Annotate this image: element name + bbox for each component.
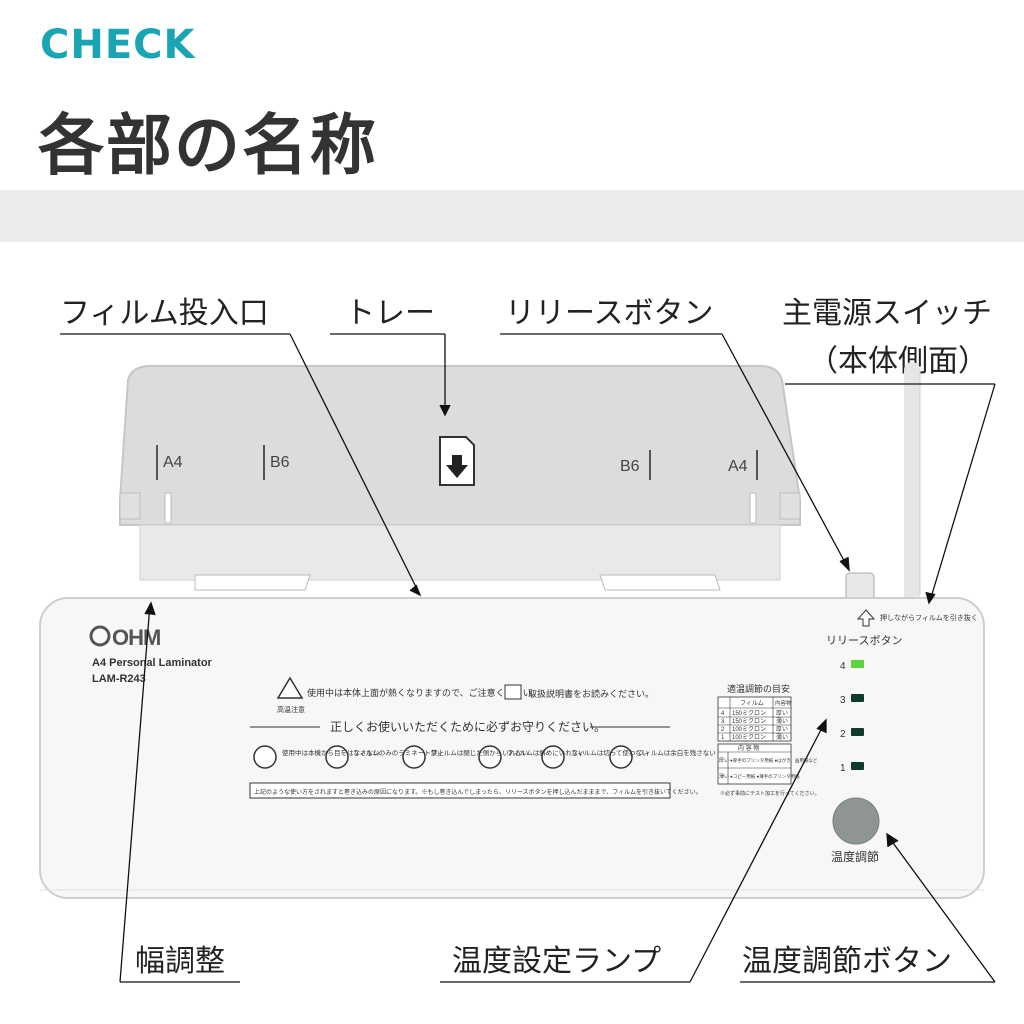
lamp-level-label: 4 bbox=[840, 661, 846, 672]
callout-main-power: 主電源スイッチ bbox=[782, 296, 992, 331]
lamp-level-label: 3 bbox=[840, 695, 846, 706]
check-eyebrow: CHECK bbox=[40, 22, 196, 68]
ohm-logo: OHM bbox=[89, 625, 161, 650]
page-title: 各部の名称 bbox=[38, 107, 378, 184]
caution-text: 使用中は本体上面が熱くなりますので、ご注意ください。 bbox=[307, 687, 541, 698]
prohibited-icons bbox=[253, 745, 633, 769]
footer-note: 上記のような使い方をされますと巻き込みの原因になります。※もし巻き込んでしまった… bbox=[254, 788, 702, 796]
model-number: LAM-R243 bbox=[92, 673, 146, 685]
callout-width-guide: 幅調整 bbox=[135, 944, 225, 979]
guide-row-film: 100ミクロン bbox=[732, 726, 766, 733]
temp-button-label: 温度調節 bbox=[831, 849, 879, 864]
guide-row-film: 100ミクロン bbox=[732, 734, 766, 741]
lamp-2 bbox=[851, 728, 864, 736]
rule-3: フィルムは閉じた側からいれない bbox=[431, 749, 528, 757]
header-divider-band bbox=[0, 190, 1024, 242]
tray-mark-a4-right: A4 bbox=[728, 458, 748, 475]
model-name: A4 Personal Laminator bbox=[92, 657, 213, 669]
insert-direction-icon bbox=[439, 436, 475, 486]
guide-header-film: フィルム bbox=[740, 700, 764, 707]
callout-temp-button: 温度調節ボタン bbox=[742, 944, 952, 979]
callout-film-inlet: フィルム投入口 bbox=[60, 296, 269, 331]
content-row-text: ●コピー用紙 ●薄手のプリンタ用紙 bbox=[730, 773, 800, 780]
lamp-level-label: 2 bbox=[840, 729, 846, 740]
guide-row-level: 3 bbox=[721, 719, 725, 725]
guide-title: 適温調節の目安 bbox=[727, 683, 790, 694]
guide-row-level: 1 bbox=[721, 735, 725, 741]
lamp-1 bbox=[851, 762, 864, 770]
lamp-level-label: 1 bbox=[840, 763, 846, 774]
release-hint: 押しながらフィルムを引き抜く bbox=[880, 613, 978, 622]
hot-warning-label: 高温注意 bbox=[277, 705, 305, 714]
guide-row-film: 150ミクロン bbox=[732, 718, 766, 725]
rule-6: フィルムは余白を残さない bbox=[638, 748, 716, 757]
manual-icon bbox=[504, 684, 522, 700]
tray-mark-a4-left: A4 bbox=[163, 454, 183, 471]
manual-text: 取扱説明書をお読みください。 bbox=[528, 688, 654, 699]
hot-warning-icon bbox=[276, 676, 304, 699]
temp-lamps: 4 3 2 1 bbox=[840, 660, 864, 774]
guide-row-content: 薄い bbox=[776, 733, 788, 741]
content-row-label: 厚い bbox=[719, 758, 729, 764]
guide-row-content: 厚い bbox=[776, 726, 788, 733]
tray-mark-b6-right: B6 bbox=[620, 458, 640, 475]
guide-row-content: 薄い bbox=[776, 717, 788, 725]
rule-1: 使用中は本機から目をはなさない bbox=[282, 748, 380, 757]
rule-2: フィルムのみのラミネート禁止 bbox=[353, 748, 444, 757]
brand-text: OHM bbox=[112, 625, 160, 650]
guide-row-film: 150ミクロン bbox=[732, 710, 766, 717]
callout-main-power-sub: （本体側面） bbox=[808, 344, 988, 379]
callout-temp-lamp: 温度設定ランプ bbox=[452, 944, 662, 979]
guide-row-level: 2 bbox=[721, 727, 725, 733]
release-arrow-icon bbox=[856, 609, 876, 627]
callout-release-button: リリースボタン bbox=[505, 296, 714, 331]
temp-adjust-button bbox=[832, 797, 880, 845]
leader-lines bbox=[60, 333, 996, 983]
content-row-label: 薄い bbox=[719, 773, 729, 780]
guide-header-content: 内容物 bbox=[775, 699, 792, 707]
tray-mark-b6-left: B6 bbox=[270, 454, 290, 471]
rule-4: フィルムは斜めにいれない bbox=[507, 748, 585, 757]
callout-tray: トレー bbox=[345, 296, 435, 331]
content-row-text: ●厚手のプリンタ用紙 ●はがき、画用紙など bbox=[730, 757, 818, 764]
laminator-body bbox=[39, 597, 985, 899]
lamp-3 bbox=[851, 694, 864, 702]
release-label: リリースボタン bbox=[826, 634, 902, 647]
guide-row-level: 4 bbox=[721, 711, 725, 717]
guide-note: ※必ず事前にテスト加工を行ってください。 bbox=[720, 790, 820, 797]
rule-5: フィルムは切って使わない bbox=[571, 748, 648, 757]
content-header: 内 容 物 bbox=[738, 744, 759, 752]
rules-heading: 正しくお使いいただくために必ずお守りください。 bbox=[330, 719, 606, 734]
guide-row-content: 厚い bbox=[776, 710, 788, 717]
lamp-4 bbox=[851, 660, 864, 668]
